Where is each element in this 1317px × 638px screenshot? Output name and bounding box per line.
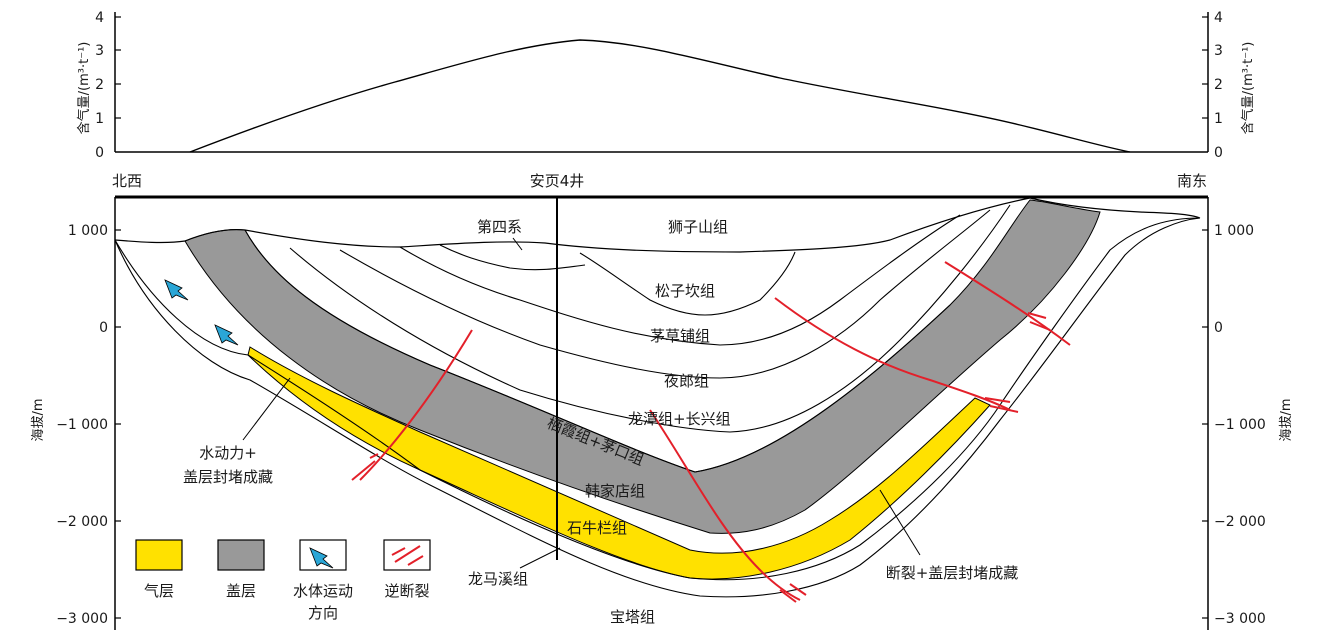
elev-right-m2000: −2 000 bbox=[1214, 514, 1266, 530]
elev-left-m2000: −2 000 bbox=[56, 514, 108, 530]
legend-gas-label: 气层 bbox=[144, 582, 174, 600]
reverse-faults bbox=[351, 261, 1071, 603]
gas-content-curve bbox=[189, 39, 1131, 153]
elevation-ylabel-right: 海拔/m bbox=[1279, 398, 1294, 441]
well-name: 安页4井 bbox=[530, 172, 585, 190]
elevation-ylabel-left: 海拔/m bbox=[31, 398, 46, 441]
ytick-right-2: 2 bbox=[1214, 77, 1223, 93]
label-shizishan: 狮子山组 bbox=[668, 218, 728, 236]
elev-left-0: 0 bbox=[99, 320, 108, 336]
label-shiniulan: 石牛栏组 bbox=[567, 519, 627, 537]
legend-cap-swatch bbox=[217, 539, 265, 571]
annotation-hydro-2: 盖层封堵成藏 bbox=[183, 468, 273, 486]
legend: 气层 盖层 水体运动 方向 逆断裂 bbox=[135, 539, 431, 622]
annotation-fault-seal: 断裂+盖层封堵成藏 bbox=[886, 564, 1019, 582]
annotation-hydro-1: 水动力+ bbox=[199, 444, 257, 462]
gas-layer bbox=[247, 346, 991, 580]
ytick-left-3: 3 bbox=[95, 43, 104, 59]
elev-left-m3000: −3 000 bbox=[56, 611, 108, 627]
legend-water-label-1: 水体运动 bbox=[293, 582, 353, 600]
label-quaternary: 第四系 bbox=[477, 218, 522, 236]
label-longmaxi: 龙马溪组 bbox=[468, 570, 528, 588]
ytick-left-4: 4 bbox=[95, 10, 104, 26]
direction-southeast: 南东 bbox=[1177, 172, 1207, 190]
ytick-right-0: 0 bbox=[1214, 145, 1223, 161]
legend-fault-label: 逆断裂 bbox=[384, 582, 429, 600]
label-hanjiadian: 韩家店组 bbox=[585, 482, 645, 500]
label-maocaopu: 茅草铺组 bbox=[650, 327, 710, 345]
ground-surface bbox=[114, 197, 1201, 253]
elev-right-m1000: −1 000 bbox=[1214, 417, 1266, 433]
ytick-left-0: 0 bbox=[95, 145, 104, 161]
legend-water-label-2: 方向 bbox=[308, 604, 338, 622]
ytick-right-3: 3 bbox=[1214, 43, 1223, 59]
ytick-left-2: 2 bbox=[95, 77, 104, 93]
water-arrows bbox=[164, 279, 239, 346]
legend-gas-swatch bbox=[135, 539, 183, 571]
elev-right-0: 0 bbox=[1214, 320, 1223, 336]
label-baota: 宝塔组 bbox=[610, 608, 655, 626]
label-songzikan: 松子坎组 bbox=[655, 282, 715, 300]
ytick-right-1: 1 bbox=[1214, 111, 1223, 127]
ytick-left-1: 1 bbox=[95, 111, 104, 127]
reverse-fault-icon bbox=[391, 545, 424, 566]
stratum-boundaries bbox=[114, 204, 1201, 598]
cross-section: 1 000 0 −1 000 −2 000 −3 000 1 000 0 −1 … bbox=[31, 195, 1294, 630]
gas-ylabel-right: 含气量/(m³·t⁻¹) bbox=[1240, 42, 1256, 135]
elev-left-1000: 1 000 bbox=[68, 223, 108, 239]
elev-right-1000: 1 000 bbox=[1214, 223, 1254, 239]
elev-right-m3000: −3 000 bbox=[1214, 611, 1266, 627]
gas-ylabel-left: 含气量/(m³·t⁻¹) bbox=[76, 42, 92, 135]
elev-left-m1000: −1 000 bbox=[56, 417, 108, 433]
gas-content-chart: 0 1 2 3 4 0 1 2 3 4 含气量/(m³·t⁻¹) 含气量/(m³… bbox=[76, 10, 1256, 161]
ytick-right-4: 4 bbox=[1214, 10, 1223, 26]
label-yelang: 夜郎组 bbox=[664, 372, 709, 390]
label-longtan: 龙潭组+长兴组 bbox=[628, 410, 731, 428]
direction-northwest: 北西 bbox=[112, 172, 142, 190]
water-arrow-icon bbox=[309, 547, 334, 569]
legend-cap-label: 盖层 bbox=[226, 582, 256, 600]
